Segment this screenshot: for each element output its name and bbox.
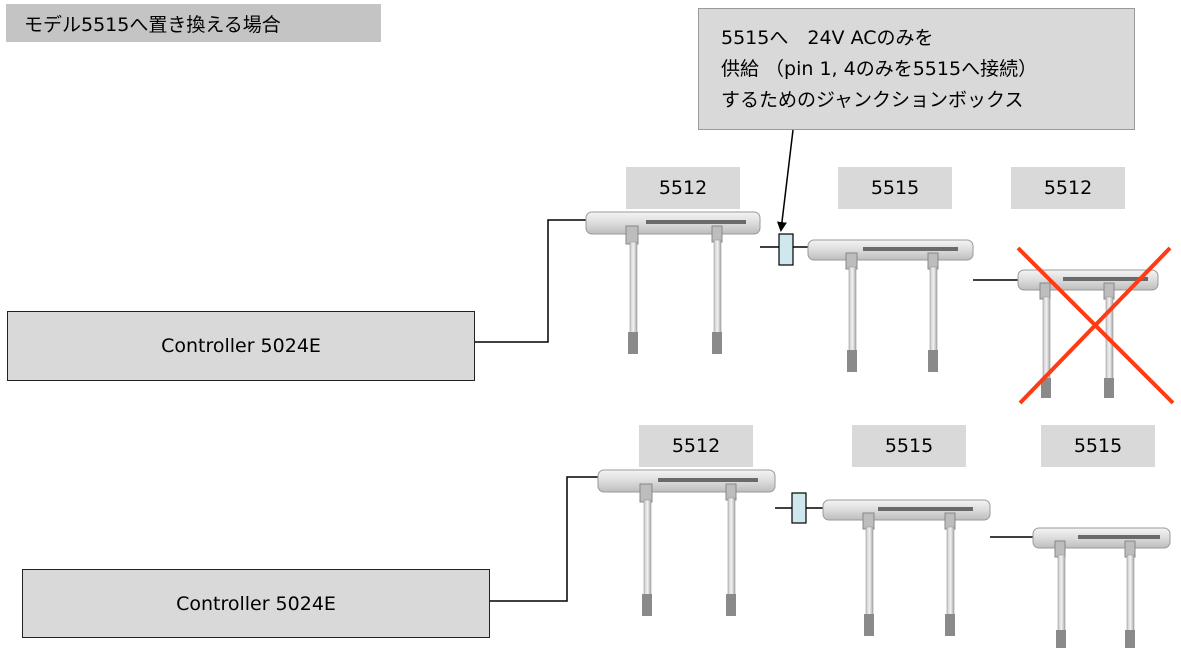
- sensor-bar-icon: [807, 239, 974, 372]
- cable-controller-bottom: [490, 476, 598, 602]
- junction-box-icon: [778, 233, 794, 266]
- bottom-label-1: 5512: [639, 425, 753, 467]
- note-line-3: するためのジャンクションボックス: [721, 89, 1024, 111]
- page-title: モデル5515へ置き換える場合: [6, 4, 381, 42]
- sensor-bar-icon: [822, 499, 991, 636]
- note-line-2: 供給 （pin 1, 4のみを5515へ接続）: [721, 58, 1038, 80]
- junction-box-icon: [791, 492, 807, 524]
- bottom-label-2: 5515: [852, 425, 966, 467]
- sensor-bar-icon: [1032, 527, 1171, 648]
- arrow-icon: [776, 129, 794, 232]
- junction-box-note: 5515へ 24V ACのみを 供給 （pin 1, 4のみを5515へ接続） …: [698, 8, 1135, 130]
- sensor-bar-icon: [585, 211, 761, 354]
- top-label-1: 5512: [626, 167, 740, 209]
- bottom-label-3: 5515: [1041, 425, 1155, 467]
- page-title-text: モデル5515へ置き換える場合: [24, 13, 281, 36]
- note-line-1: 5515へ 24V ACのみを: [721, 27, 934, 49]
- controller-bottom: Controller 5024E: [22, 569, 490, 638]
- sensor-bar-icon: [597, 469, 776, 616]
- cross-mark-icon: [1016, 246, 1175, 405]
- cable-controller-top: [475, 219, 592, 343]
- top-label-3: 5512: [1011, 167, 1125, 209]
- controller-top: Controller 5024E: [7, 311, 475, 381]
- top-label-2: 5515: [838, 167, 952, 209]
